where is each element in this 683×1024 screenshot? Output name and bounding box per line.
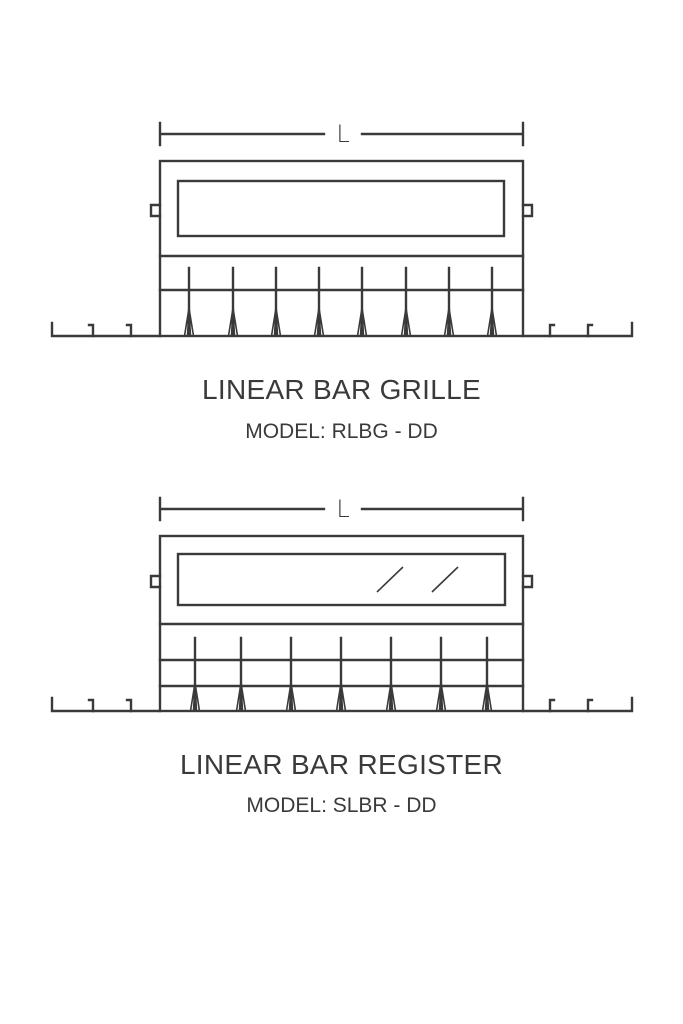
flange-right (521, 696, 634, 713)
bar-blade (313, 307, 325, 337)
flange-right (521, 321, 634, 338)
bar-blade (285, 682, 297, 712)
dimension-line (158, 121, 525, 147)
linear-bar-register-drawing: L (50, 495, 634, 713)
dimension-line (158, 496, 525, 522)
bar-blade (270, 307, 282, 337)
core-panel (176, 552, 507, 607)
bar-blade (189, 682, 201, 712)
flange-left (50, 696, 162, 713)
mounting-tab-left (149, 203, 162, 218)
bar-blade (486, 307, 498, 337)
bar-blade (385, 682, 397, 712)
core-panel (176, 179, 506, 238)
register-model: MODEL: SLBR - DD (246, 794, 437, 817)
dimension-label-L: L (336, 120, 349, 148)
grille-model: MODEL: RLBG - DD (245, 420, 438, 443)
bar-blade (400, 307, 412, 337)
bar-blade (335, 682, 347, 712)
flange-hooks-left (87, 323, 133, 338)
mounting-tab-right (521, 203, 534, 218)
mounting-tab-right (521, 574, 534, 589)
flange-hooks-left (87, 698, 133, 713)
bar-blade (227, 307, 239, 337)
bar-blade (435, 682, 447, 712)
bar-blade (235, 682, 247, 712)
frame (158, 159, 525, 338)
grille-title: LINEAR BAR GRILLE (202, 374, 481, 405)
damper-blade-mark (376, 566, 404, 593)
flange-hooks-right (548, 323, 594, 338)
damper-blade-mark (431, 566, 459, 593)
linear-bar-grille-drawing: L (50, 120, 634, 338)
dimension-label-L: L (336, 495, 349, 523)
flange-left (50, 321, 162, 338)
register-title: LINEAR BAR REGISTER (179, 749, 504, 780)
bar-blade (443, 307, 455, 337)
bar-blade (183, 307, 195, 337)
bar-blade (481, 682, 493, 712)
bar-blade (356, 307, 368, 337)
flange-hooks-right (548, 698, 594, 713)
mounting-tab-left (149, 574, 162, 589)
